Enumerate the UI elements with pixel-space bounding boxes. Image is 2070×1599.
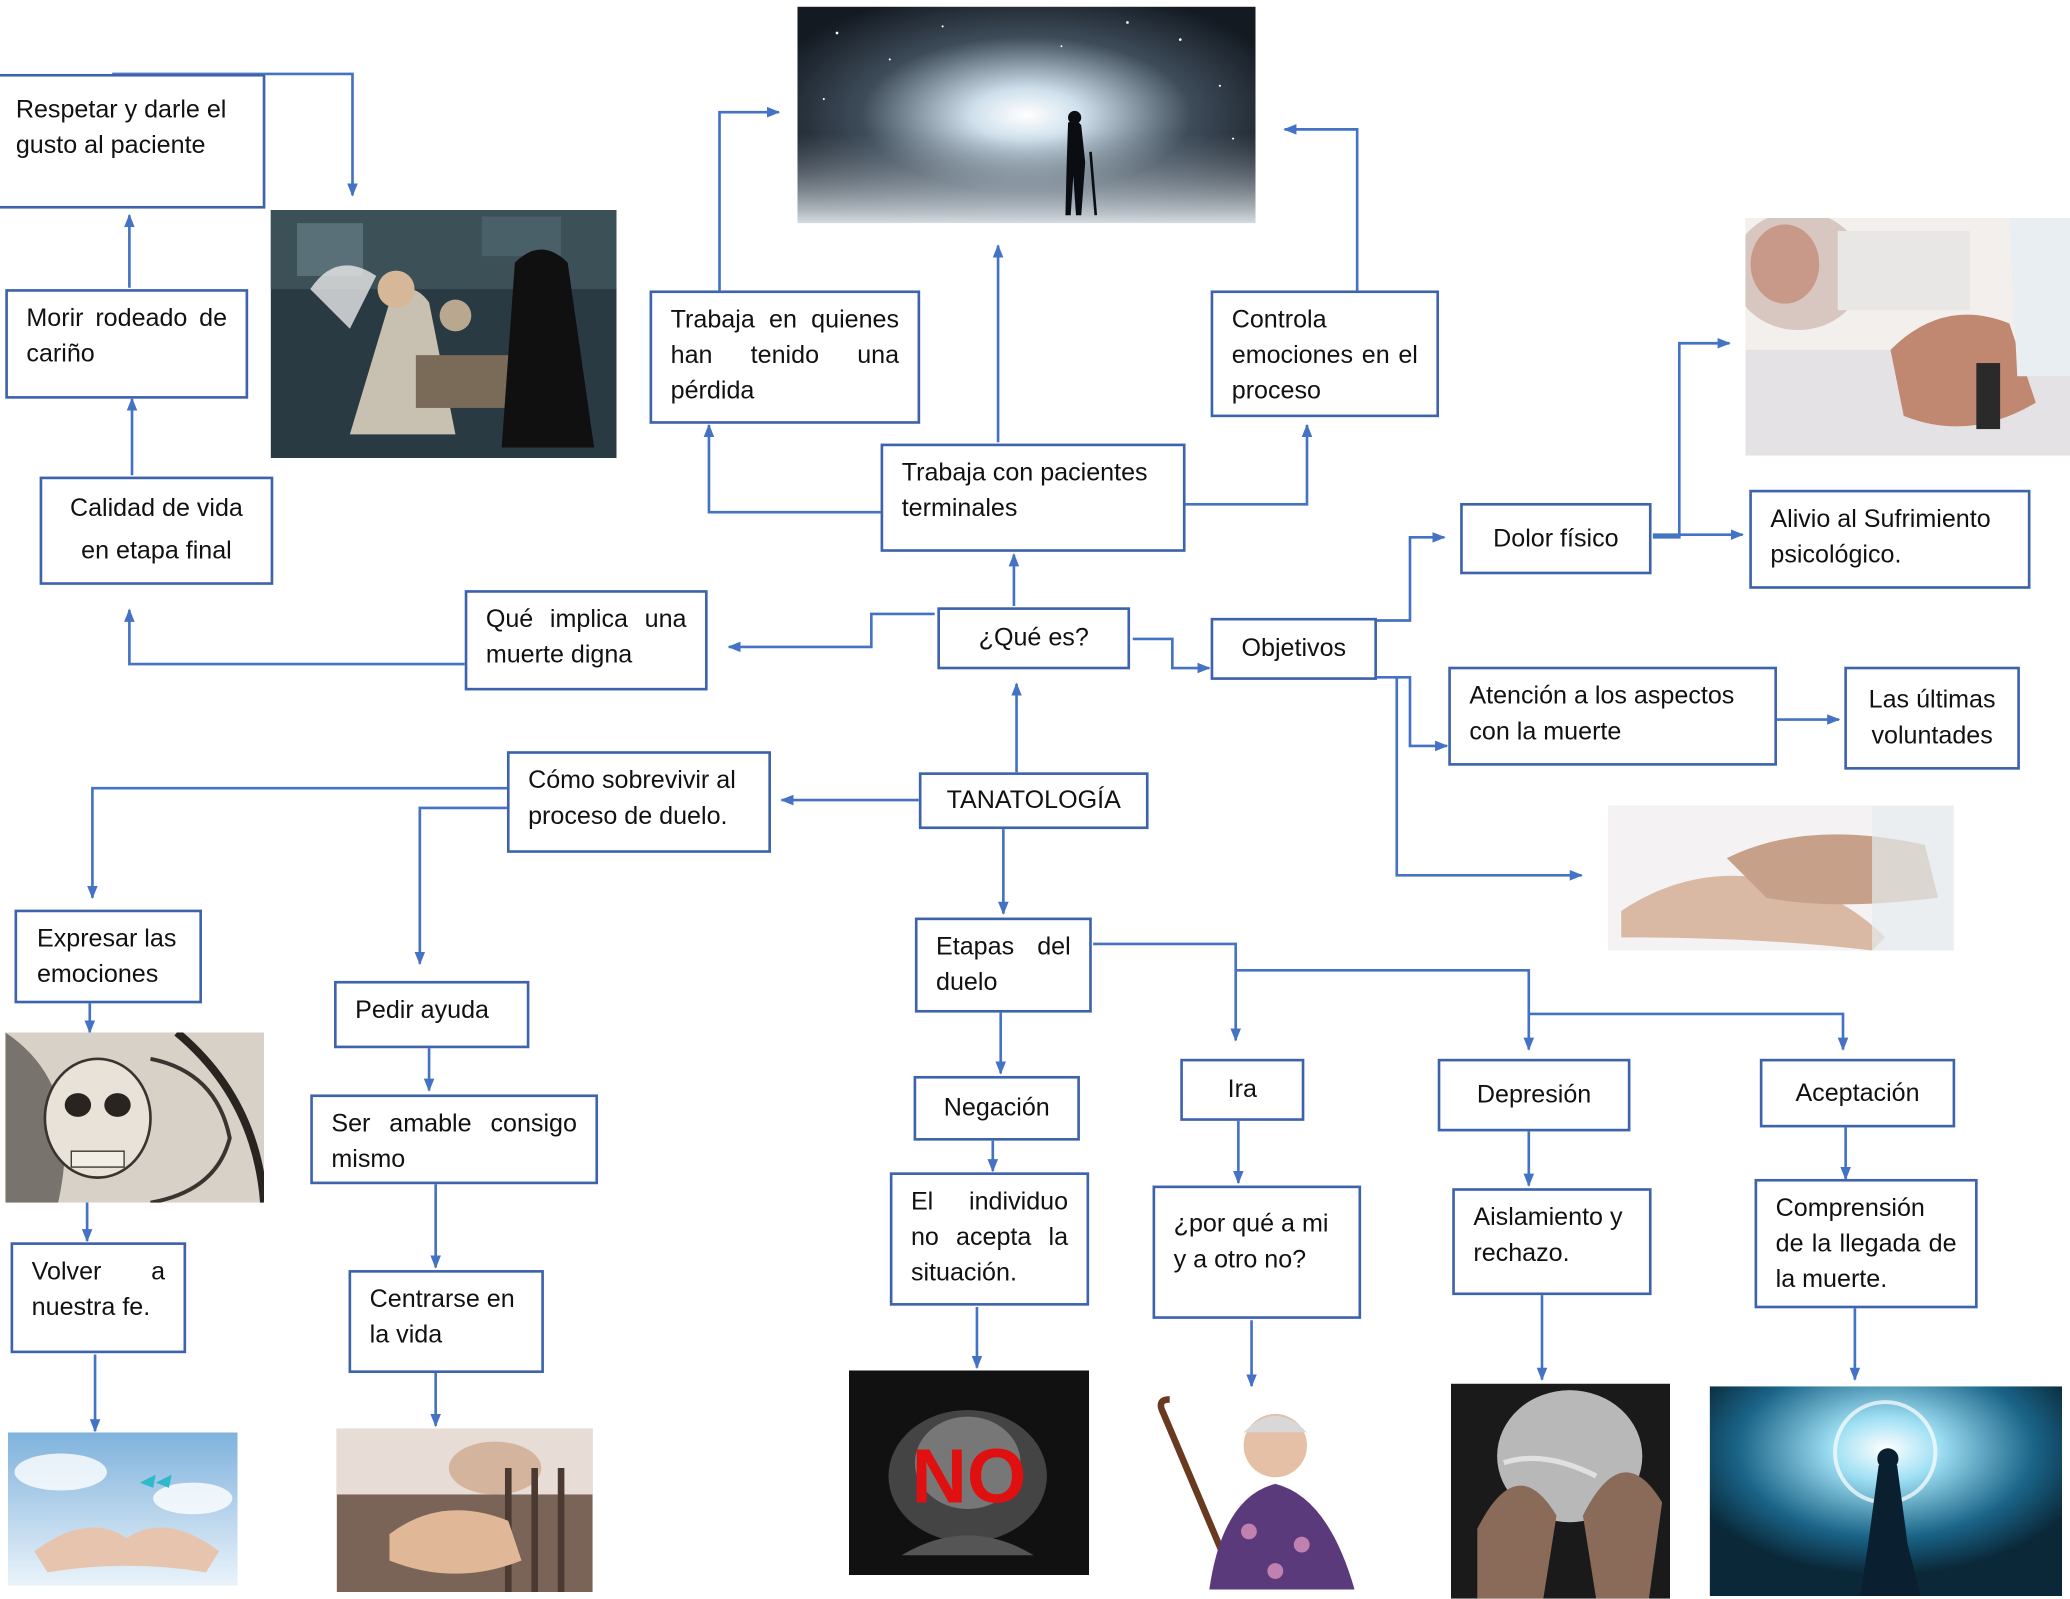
morir-rodeado-node: Morir rodeado de cariño [5, 289, 249, 399]
calidad-vida-node: Calidad de vida en etapa final [39, 476, 274, 585]
ultimas-voluntades-node: Las últimas voluntades [1844, 666, 2020, 770]
negacion-label: Negación [943, 1094, 1050, 1123]
alivio-sufrimiento-node: Alivio al Sufrimiento psicológico. [1749, 489, 2031, 589]
volver-fe-label: Volver a nuestra fe. [31, 1258, 166, 1322]
tanatologia-label: TANATOLOGÍA [946, 786, 1121, 815]
aceptacion-label: Aceptación [1795, 1079, 1920, 1107]
depresion-node: Depresión [1437, 1058, 1631, 1132]
expresar-emociones-label: Expresar las emociones [36, 925, 177, 989]
depresion-desc-node: Aislamiento y rechazo. [1452, 1188, 1652, 1296]
dolor-fisico-label: Dolor físico [1493, 524, 1619, 553]
ira-label: Ira [1227, 1075, 1257, 1104]
respetar-paciente-label: Respetar y darle el gusto al paciente [15, 96, 227, 160]
muerte-digna-label: Qué implica una muerte digna [485, 605, 687, 670]
controla-emociones-label: Controla emociones en el proceso [1231, 306, 1418, 406]
objetivos-node: Objetivos [1210, 617, 1377, 680]
centrarse-vida-label: Centrarse en la vida [369, 1285, 515, 1350]
ultimas-voluntades-label: Las últimas voluntades [1868, 686, 1996, 750]
ira-desc-label: ¿por qué a mi y a otro no? [1173, 1210, 1329, 1274]
sobrevivir-duelo-label: Cómo sobrevivir al proceso de duelo. [528, 767, 736, 831]
ser-amable-node: Ser amable consigo mismo [310, 1094, 599, 1185]
patient-hand-image [1745, 217, 2070, 456]
sobrevivir-duelo-node: Cómo sobrevivir al proceso de duelo. [506, 751, 771, 853]
night-sky-figure-image [797, 6, 1256, 224]
no-sign-text: NO [912, 1434, 1027, 1519]
negacion-desc-label: El individuo no acepta la situación. [910, 1188, 1069, 1288]
volver-fe-node: Volver a nuestra fe. [10, 1242, 187, 1354]
calidad-vida-label: Calidad de vida en etapa final [69, 495, 243, 566]
expresar-emociones-node: Expresar las emociones [14, 909, 202, 1004]
pedir-ayuda-label: Pedir ayuda [355, 996, 490, 1025]
tanatologia-node: TANATOLOGÍA [918, 772, 1149, 830]
hospital-deathbed-image [270, 209, 617, 459]
que-es-label: ¿Qué es? [978, 624, 1089, 653]
trabaja-perdida-label: Trabaja en quienes han tenido una pérdid… [670, 306, 900, 406]
etapas-duelo-label: Etapas del duelo [936, 933, 1071, 997]
aceptacion-desc-node: Comprensión de la llegada de la muerte. [1754, 1178, 1978, 1309]
trabaja-pacientes-label: Trabaja con pacientes terminales [901, 459, 1148, 523]
morir-rodeado-label: Morir rodeado de cariño [26, 304, 228, 369]
depresion-desc-label: Aislamiento y rechazo. [1473, 1204, 1623, 1268]
respetar-paciente-node: Respetar y darle el gusto al paciente [0, 73, 266, 209]
negacion-node: Negación [913, 1075, 1080, 1141]
angry-elder-image [1143, 1386, 1397, 1590]
que-es-node: ¿Qué es? [937, 607, 1131, 670]
objetivos-label: Objetivos [1241, 635, 1347, 663]
holding-hands-image [1608, 805, 1954, 951]
ira-desc-node: ¿por qué a mi y a otro no? [1152, 1185, 1362, 1319]
bedside-hands-image [336, 1428, 593, 1593]
no-denial-image: NO [848, 1370, 1090, 1575]
centrarse-vida-node: Centrarse en la vida [348, 1270, 544, 1374]
aceptacion-desc-label: Comprensión de la llegada de la muerte. [1775, 1194, 1957, 1294]
depresion-label: Depresión [1476, 1081, 1592, 1109]
ira-node: Ira [1180, 1058, 1305, 1121]
muerte-digna-node: Qué implica una muerte digna [464, 590, 708, 691]
trabaja-pacientes-node: Trabaja con pacientes terminales [880, 443, 1186, 552]
light-portal-image [1709, 1386, 2063, 1597]
controla-emociones-node: Controla emociones en el proceso [1210, 290, 1440, 418]
atencion-aspectos-label: Atención a los aspectos con la muerte [1469, 682, 1735, 746]
negacion-desc-node: El individuo no acepta la situación. [889, 1172, 1090, 1306]
butterfly-hands-image [7, 1432, 238, 1586]
trabaja-perdida-node: Trabaja en quienes han tenido una pérdid… [649, 290, 921, 424]
alivio-sufrimiento-label: Alivio al Sufrimiento psicológico. [1770, 505, 1991, 570]
ser-amable-label: Ser amable consigo mismo [331, 1110, 577, 1174]
aceptacion-node: Aceptación [1759, 1058, 1956, 1128]
pedir-ayuda-node: Pedir ayuda [334, 980, 530, 1049]
grieving-elder-image [1450, 1383, 1671, 1599]
skull-embrace-image [5, 1032, 265, 1203]
atencion-aspectos-node: Atención a los aspectos con la muerte [1448, 666, 1777, 766]
dolor-fisico-node: Dolor físico [1460, 502, 1652, 575]
etapas-duelo-node: Etapas del duelo [914, 917, 1092, 1013]
